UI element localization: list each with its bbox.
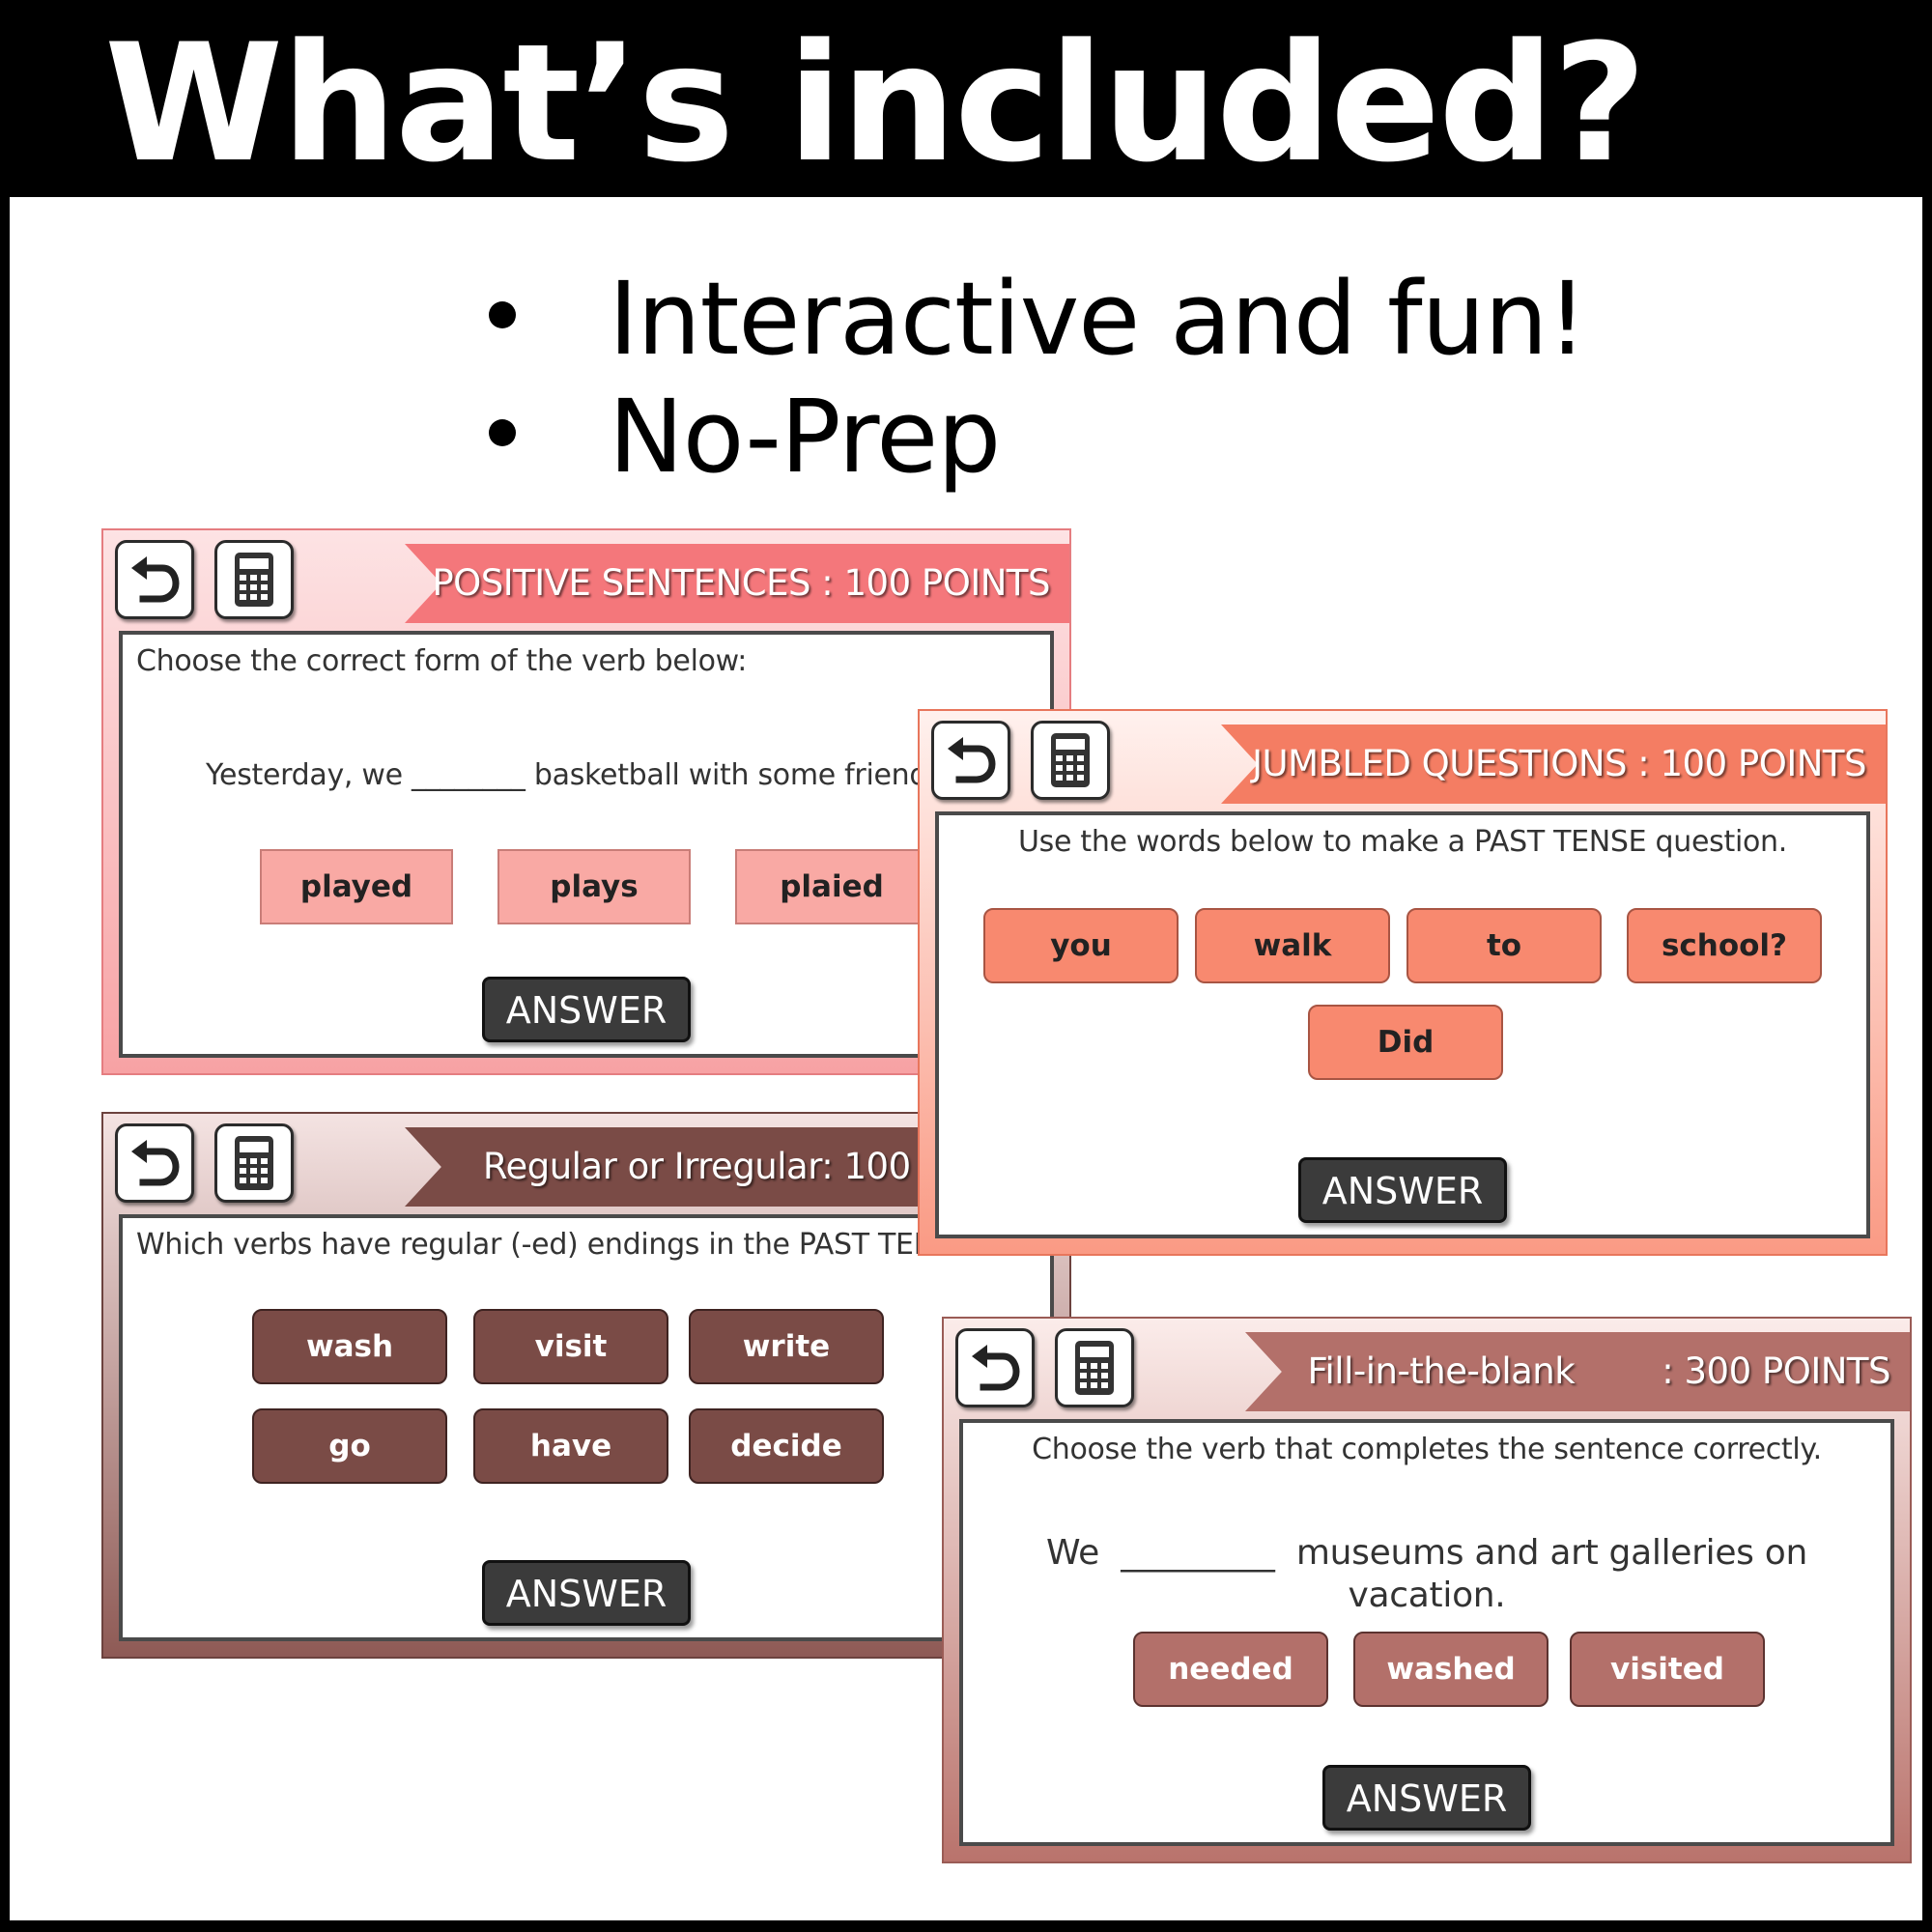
choice-button[interactable]: decide bbox=[689, 1408, 884, 1484]
slide-jumbled-questions: JUMBLED QUESTIONS : 100 POINTS Use the w… bbox=[918, 709, 1888, 1256]
choice-button[interactable]: school? bbox=[1627, 908, 1822, 983]
bullet-icon bbox=[489, 301, 516, 328]
slide-toolbar: POSITIVE SENTENCES : 100 POINTS bbox=[103, 530, 1069, 627]
answer-button[interactable]: ANSWER bbox=[1322, 1765, 1531, 1831]
calculator-icon[interactable] bbox=[1055, 1328, 1134, 1407]
choice-button[interactable]: wash bbox=[252, 1309, 447, 1384]
calculator-icon[interactable] bbox=[214, 1123, 294, 1203]
calculator-icon[interactable] bbox=[214, 540, 294, 619]
answer-button[interactable]: ANSWER bbox=[482, 977, 691, 1042]
choice-button[interactable]: washed bbox=[1353, 1632, 1548, 1707]
question-prompt: Use the words below to make a PAST TENSE… bbox=[1018, 825, 1787, 859]
choice-button[interactable]: to bbox=[1406, 908, 1602, 983]
choice-button[interactable]: plaied bbox=[735, 849, 928, 924]
question-sentence: We _________ museums and art galleries o… bbox=[1045, 1533, 1808, 1573]
slide-toolbar: Fill-in-the-blank : 300 POINTS bbox=[944, 1319, 1910, 1415]
choice-button[interactable]: visited bbox=[1570, 1632, 1765, 1707]
bullet-icon bbox=[489, 419, 516, 446]
slide-title: POSITIVE SENTENCES : 100 POINTS bbox=[432, 562, 1050, 604]
choice-button[interactable]: walk bbox=[1195, 908, 1390, 983]
question-prompt: Choose the correct form of the verb belo… bbox=[136, 644, 748, 678]
answer-button[interactable]: ANSWER bbox=[1298, 1157, 1507, 1223]
question-panel: Use the words below to make a PAST TENSE… bbox=[935, 811, 1870, 1238]
choice-button[interactable]: you bbox=[983, 908, 1179, 983]
feature-text: Interactive and fun! bbox=[609, 260, 1587, 378]
question-panel: Choose the verb that completes the sente… bbox=[959, 1419, 1894, 1846]
answer-button[interactable]: ANSWER bbox=[482, 1560, 691, 1626]
slide-toolbar: JUMBLED QUESTIONS : 100 POINTS bbox=[920, 711, 1886, 808]
slide-fill-in-the-blank: Fill-in-the-blank : 300 POINTS Choose th… bbox=[942, 1317, 1912, 1863]
choice-button[interactable]: write bbox=[689, 1309, 884, 1384]
undo-arrow-icon[interactable] bbox=[115, 1123, 194, 1203]
feature-text: No-Prep bbox=[609, 378, 1001, 496]
question-sentence: Yesterday, we ________ basketball with s… bbox=[206, 758, 943, 792]
page-title: What’s included? bbox=[104, 9, 1647, 198]
slide-title-banner: JUMBLED QUESTIONS : 100 POINTS bbox=[1221, 724, 1886, 804]
calculator-icon[interactable] bbox=[1031, 721, 1110, 800]
choice-button[interactable]: played bbox=[260, 849, 453, 924]
slide-title-banner: Fill-in-the-blank : 300 POINTS bbox=[1245, 1332, 1910, 1411]
choice-button[interactable]: plays bbox=[497, 849, 691, 924]
undo-arrow-icon[interactable] bbox=[115, 540, 194, 619]
slide-title-banner: POSITIVE SENTENCES : 100 POINTS bbox=[405, 544, 1069, 623]
question-prompt: Choose the verb that completes the sente… bbox=[1032, 1433, 1822, 1466]
slide-title: Fill-in-the-blank : 300 POINTS bbox=[1307, 1350, 1890, 1392]
undo-arrow-icon[interactable] bbox=[931, 721, 1010, 800]
header-band: What’s included? bbox=[0, 0, 1932, 197]
question-prompt: Which verbs have regular (-ed) endings i… bbox=[136, 1228, 986, 1262]
question-panel: Which verbs have regular (-ed) endings i… bbox=[119, 1214, 1054, 1641]
choice-button[interactable]: Did bbox=[1308, 1005, 1503, 1080]
choice-button[interactable]: go bbox=[252, 1408, 447, 1484]
choice-button[interactable]: visit bbox=[473, 1309, 668, 1384]
question-sentence-continued: vacation. bbox=[1348, 1576, 1506, 1615]
undo-arrow-icon[interactable] bbox=[955, 1328, 1035, 1407]
choice-button[interactable]: needed bbox=[1133, 1632, 1328, 1707]
slide-title: JUMBLED QUESTIONS : 100 POINTS bbox=[1252, 743, 1866, 784]
choice-button[interactable]: have bbox=[473, 1408, 668, 1484]
slide-positive-sentences: POSITIVE SENTENCES : 100 POINTS Choose t… bbox=[101, 528, 1071, 1075]
question-panel: Choose the correct form of the verb belo… bbox=[119, 631, 1054, 1058]
